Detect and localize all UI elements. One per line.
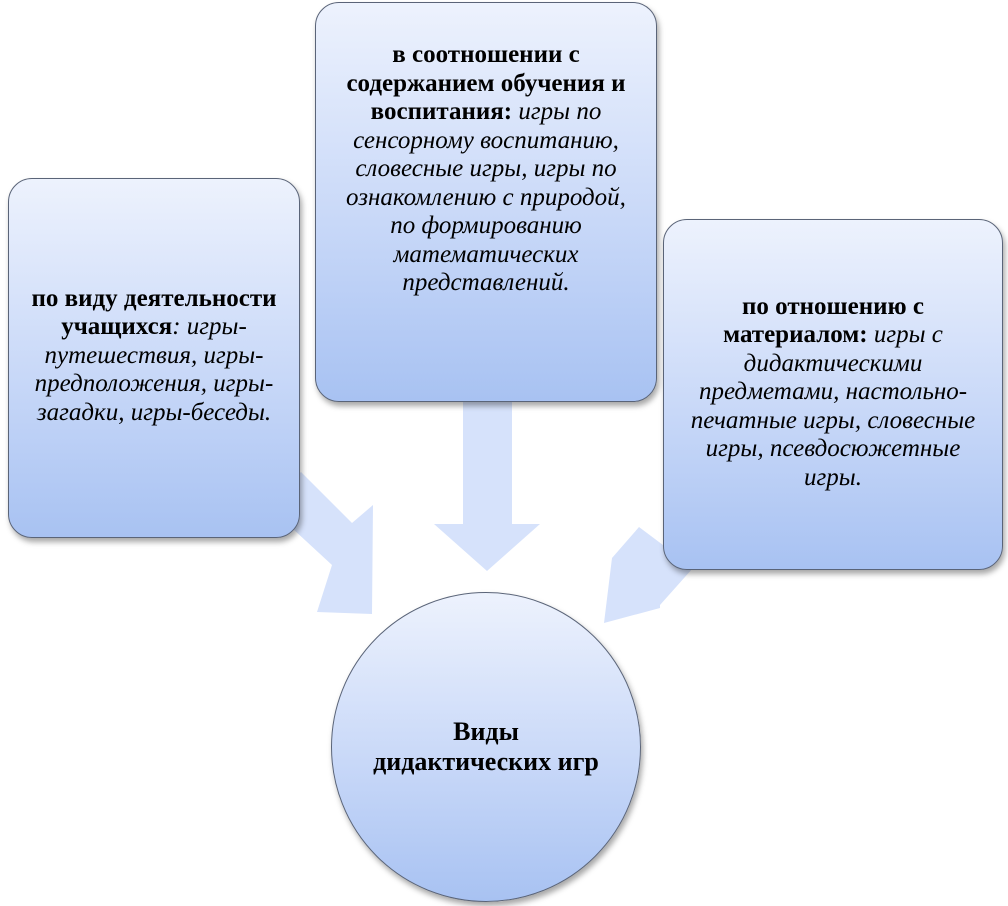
category-examples-content: игры по сенсорному воспитанию, словесные… [346,98,626,296]
category-title-activity: по виду деятельности учащихся [31,284,277,341]
arrow-center-to-hub [434,402,540,571]
category-title-material: по отношению с материалом: [723,292,924,349]
category-examples-material: игры с дидактическими предметами, настол… [690,321,976,491]
hub-circle: Виды дидактических игр [331,592,641,902]
category-box-content: в соотношении с содержанием обучения и в… [315,2,657,402]
category-box-activity: по виду деятельности учащихся: игры-путе… [8,178,300,538]
category-title-content: в соотношении с содержанием обучения и в… [346,41,626,125]
hub-label: Виды дидактических игр [373,717,599,776]
category-text-material: по отношению с материалом: игры с дидакт… [682,293,984,493]
category-text-activity: по виду деятельности учащихся: игры-путе… [27,285,281,428]
category-box-material: по отношению с материалом: игры с дидакт… [663,219,1003,570]
category-text-content: в соотношении с содержанием обучения и в… [336,41,636,298]
category-examples-activity: : игры-путешествия, игры-предположения, … [34,313,274,426]
